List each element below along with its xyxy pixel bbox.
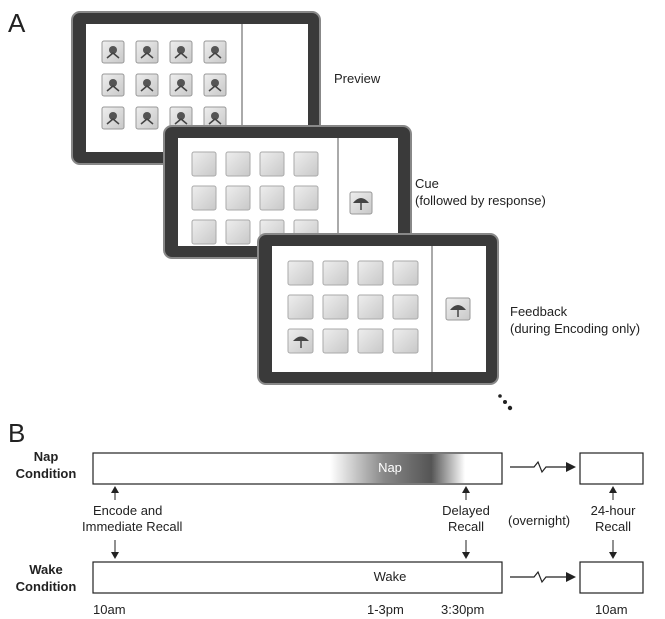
wake-overnight-arrow-icon [510,570,576,584]
feedback-umbrella-icon [445,297,471,321]
feedback-label-line1: Feedback [510,304,568,319]
robot-icon [203,40,227,64]
guitar-icon [135,106,159,130]
overnight-label: (overnight) [508,513,571,528]
delayed-up-arrow-icon [462,486,470,500]
wake-bar-label: Wake [373,569,407,584]
tablet-feedback [257,233,499,385]
umbrella-icon [101,106,125,130]
preview-label: Preview [334,70,380,87]
pig-icon [203,73,227,97]
blank-tile [225,185,251,211]
delayed-down-arrow-icon [462,540,470,559]
time-label-start: 10am [93,602,126,617]
blank-tile [287,294,314,320]
blank-tile [293,151,319,177]
lion-icon [101,40,125,64]
time-label-nap: 1-3pm [367,602,404,617]
encode-label: Encode and Immediate Recall [82,503,182,535]
car-icon [135,40,159,64]
wake-condition-label: Wake Condition [6,561,86,595]
feedback-label-line2: (during Encoding only) [510,321,641,336]
nap-overnight-arrow-icon [510,460,576,474]
teapot-icon [135,73,159,97]
cue-label: Cue (followed by response) [415,175,546,209]
encode-down-arrow-icon [111,540,119,559]
blank-tile [259,185,285,211]
encode-line2: Immediate Recall [82,519,183,534]
cue-label-line1: Cue [415,176,439,191]
teddy-bear-icon [169,40,193,64]
blank-tile [357,328,384,354]
hour24-line1: 24-hour [590,503,636,518]
delayed-line2: Recall [447,519,485,534]
ellipsis-dots-icon [498,394,513,411]
nap-condition-label: Nap Condition [6,448,86,482]
nap-condition-line1: Nap [33,449,59,464]
blank-tile [287,260,314,286]
blank-tile [225,151,251,177]
blank-tile [357,294,384,320]
blank-tile [392,260,419,286]
wake-condition-line2: Condition [15,579,77,594]
blank-tile [357,260,384,286]
feedback-label: Feedback (during Encoding only) [510,303,640,337]
time-label-delayed: 3:30pm [441,602,485,617]
blank-tile [322,328,349,354]
encode-up-arrow-icon [111,486,119,500]
hour24-up-arrow-icon [609,486,617,500]
cue-umbrella-icon [349,191,373,215]
blank-tile [392,328,419,354]
time-label-next-day: 10am [595,602,628,617]
nap-condition-line2: Condition [15,466,77,481]
blank-tile [322,260,349,286]
umbrella-icon [293,336,309,348]
blank-tile [322,294,349,320]
blank-tile [259,151,285,177]
panel-b-timeline [92,452,644,594]
blank-tile [191,185,217,211]
hour24-label: 24-hour Recall [583,503,643,535]
encode-line1: Encode and [93,503,163,518]
hammer-icon [169,73,193,97]
hour24-down-arrow-icon [609,540,617,559]
splash-icon [101,73,125,97]
hour24-line2: Recall [594,519,632,534]
preview-label-line1: Preview [334,71,381,86]
nap-bar-label: Nap [378,460,402,475]
delayed-label: Delayed Recall [426,503,506,535]
tablet-cue [163,125,412,259]
blank-tile [392,294,419,320]
blank-tile [293,185,319,211]
blank-tile [191,219,217,245]
delayed-line1: Delayed [442,503,490,518]
panel-b-letter: B [8,418,26,448]
blank-tile [225,219,251,245]
blank-tile [191,151,217,177]
cue-label-line2: (followed by response) [415,193,546,208]
panel-a-letter: A [8,8,26,38]
wake-condition-line1: Wake [29,562,63,577]
